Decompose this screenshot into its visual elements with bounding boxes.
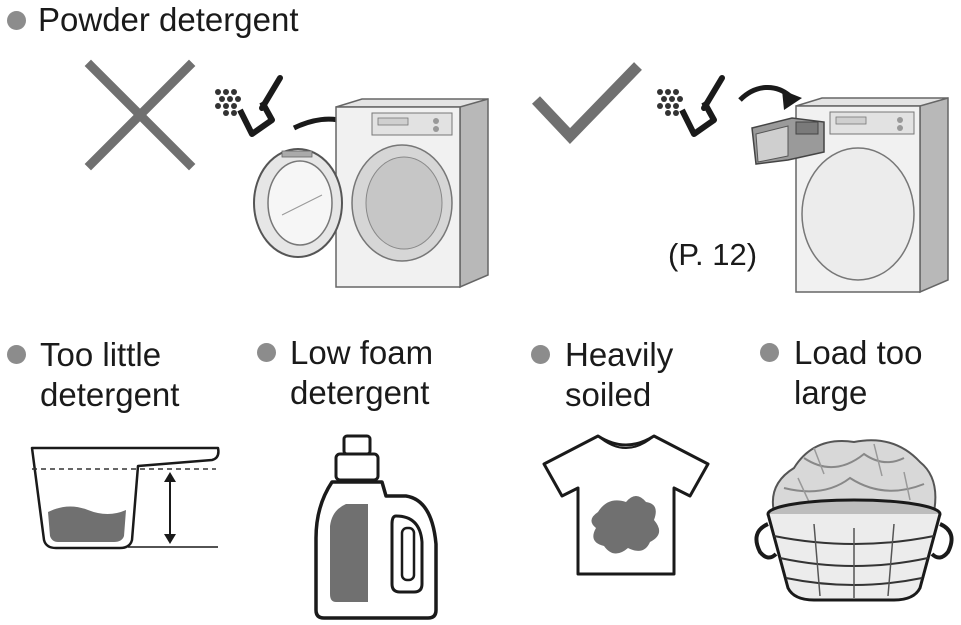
cause-too-little-line1: Too little bbox=[40, 336, 162, 373]
cause-load-too-large-line1: Load too bbox=[794, 334, 923, 371]
cause-load-too-large-line2: large bbox=[794, 374, 868, 411]
cause-bullet bbox=[531, 345, 550, 364]
cause-heavily-soiled-line1: Heavily bbox=[565, 336, 674, 373]
cause-bullet bbox=[760, 343, 779, 362]
washing-machine-open-door-icon bbox=[253, 98, 489, 289]
cause-low-foam-line2: detergent bbox=[290, 374, 430, 411]
page-reference: (P. 12) bbox=[668, 237, 758, 272]
arrow-to-drawer-icon bbox=[738, 85, 802, 110]
laundry-basket-icon bbox=[754, 439, 954, 602]
check-icon bbox=[532, 62, 642, 144]
cause-bullet bbox=[7, 345, 26, 364]
washing-machine-drawer-icon bbox=[751, 97, 949, 294]
cause-low-foam-line1: Low foam bbox=[290, 334, 434, 371]
soiled-tshirt-icon bbox=[542, 434, 710, 576]
detergent-bottle-icon bbox=[314, 434, 438, 620]
measuring-cup-icon bbox=[30, 446, 220, 550]
section-title: Powder detergent bbox=[38, 1, 299, 38]
section-bullet bbox=[7, 11, 26, 30]
powder-scoop-icon bbox=[215, 75, 283, 137]
cause-bullet bbox=[257, 343, 276, 362]
powder-scoop-icon-2 bbox=[657, 75, 725, 137]
cross-icon bbox=[84, 59, 196, 171]
cause-too-little-line2: detergent bbox=[40, 376, 180, 413]
cause-heavily-soiled-line2: soiled bbox=[565, 376, 652, 413]
